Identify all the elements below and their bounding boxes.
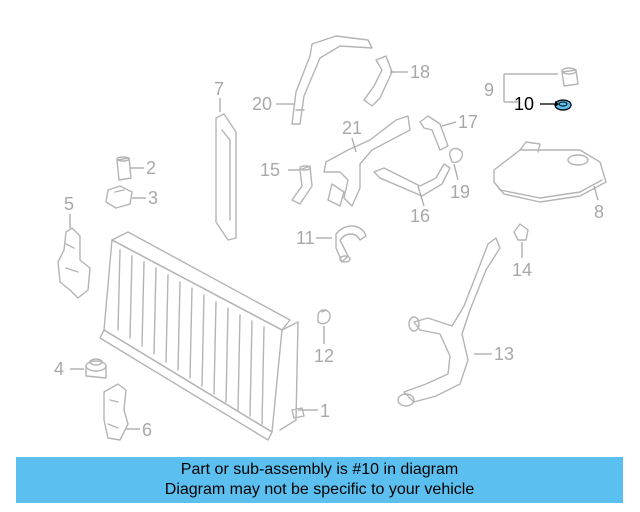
- part-5-bracket: [57, 227, 91, 299]
- callout-13: 13: [494, 344, 514, 364]
- part-12-clamp: [317, 309, 331, 325]
- part-18-hose: [363, 55, 393, 107]
- callout-4: 4: [54, 359, 64, 379]
- banner-line-1: Part or sub-assembly is #10 in diagram: [180, 461, 459, 478]
- callout-6: 6: [142, 420, 152, 440]
- part-17-hose: [419, 115, 449, 151]
- part-6-bracket: [103, 383, 129, 441]
- callout-9: 9: [484, 80, 494, 100]
- callout-19: 19: [450, 182, 470, 202]
- part-9-cap: [561, 67, 579, 87]
- part-13-hose: [397, 237, 501, 407]
- parts-diagram: 1 2 3 4 5 6 7 8 9 10 11 12 13 14 15 16 1…: [54, 35, 607, 441]
- part-8-reservoir: [493, 141, 607, 203]
- callout-14: 14: [512, 260, 532, 280]
- callout-7: 7: [214, 79, 224, 99]
- callout-18: 18: [410, 62, 430, 82]
- part-21-pipe: [323, 115, 411, 207]
- callout-12: 12: [314, 346, 334, 366]
- part-3-mount: [105, 185, 133, 209]
- callout-17: 17: [458, 112, 478, 132]
- part-7-seal: [215, 113, 237, 241]
- callout-10-leader: [540, 101, 559, 107]
- part-2-cap: [116, 156, 132, 181]
- callout-16: 16: [410, 206, 430, 226]
- callout-20: 20: [252, 94, 272, 114]
- part-14-clamp: [513, 223, 529, 241]
- part-16-pipe: [373, 163, 451, 197]
- callout-3: 3: [148, 188, 158, 208]
- callout-5: 5: [64, 194, 74, 214]
- callout-11: 11: [296, 228, 315, 248]
- part-4-mount: [85, 358, 107, 379]
- callout-8: 8: [594, 202, 604, 222]
- callout-2: 2: [146, 158, 156, 178]
- part-15-hose: [291, 165, 313, 205]
- callout-1: 1: [320, 401, 330, 421]
- callout-10: 10: [514, 94, 534, 114]
- leader-lines: [69, 71, 599, 430]
- part-20-pipe: [291, 35, 373, 125]
- part-11-hose: [335, 225, 367, 263]
- radiator-part: [99, 231, 305, 441]
- info-banner: Part or sub-assembly is #10 in diagram D…: [16, 457, 623, 503]
- banner-line-2: Diagram may not be specific to your vehi…: [164, 481, 475, 498]
- part-19-clamp: [449, 147, 464, 164]
- callout-labels: 1 2 3 4 5 6 7 8 9 10 11 12 13 14 15 16 1…: [54, 62, 604, 440]
- callout-15: 15: [260, 160, 280, 180]
- callout-21: 21: [342, 118, 362, 138]
